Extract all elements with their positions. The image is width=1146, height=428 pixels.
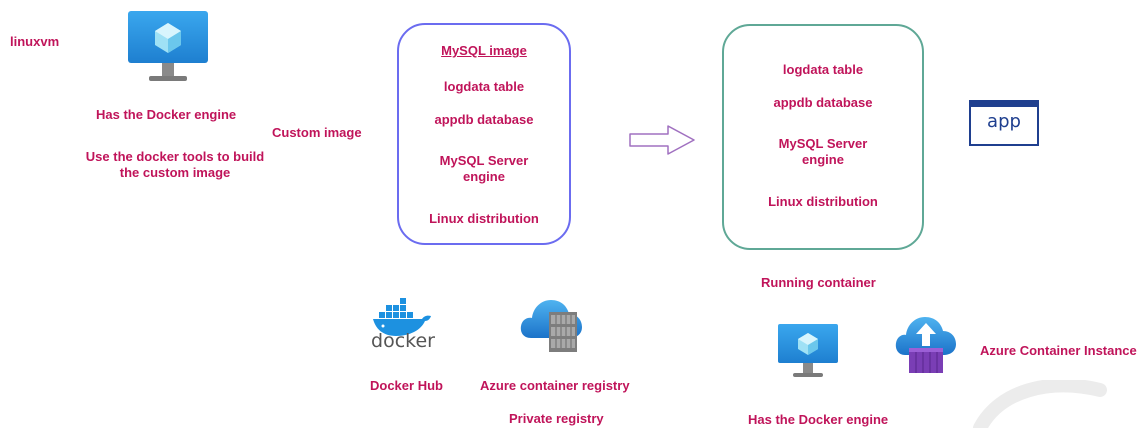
mysql-image-box [397,23,571,245]
container-layer-mysql-server: MySQL Server [778,136,868,151]
image-layer-logdata: logdata table [443,79,525,94]
container-layer-engine: engine [802,152,844,167]
docker-logo-text: docker [371,330,435,352]
use-docker-tools-label: Use the docker tools to build the custom… [80,149,270,181]
image-layer-linux: Linux distribution [429,211,539,226]
container-layer-logdata: logdata table [782,62,864,77]
container-registry-icon [519,294,585,354]
image-layer-mysql-server: MySQL Server [439,153,529,168]
docker-hub-label: Docker Hub [370,378,443,393]
azure-container-instance-label: Azure Container Instance [980,343,1137,358]
use-docker-tools-line2: the custom image [119,165,231,180]
virtual-machine-icon [127,10,209,84]
virtual-machine-icon-small [777,323,839,379]
docker-logo-icon [370,296,434,354]
mysql-image-title: MySQL image [441,43,527,58]
has-docker-engine-label-bottom: Has the Docker engine [748,412,889,427]
right-arrow-icon [628,124,696,156]
running-container-box [722,24,924,250]
private-registry-label: Private registry [509,411,604,426]
running-container-label: Running container [761,275,876,290]
image-layer-engine: engine [463,169,505,184]
app-box: app [969,100,1039,146]
image-layer-appdb: appdb database [434,112,534,127]
container-layer-linux: Linux distribution [768,194,878,209]
app-label: app [987,111,1021,132]
linuxvm-label: linuxvm [10,34,60,49]
custom-image-label: Custom image [272,125,362,140]
container-layer-appdb: appdb database [773,95,873,110]
container-instance-icon [894,313,960,375]
watermark-arc [960,380,1146,428]
azure-container-registry-label: Azure container registry [480,378,630,393]
has-docker-engine-label: Has the Docker engine [96,107,237,122]
use-docker-tools-line1: Use the docker tools to build [85,149,265,164]
